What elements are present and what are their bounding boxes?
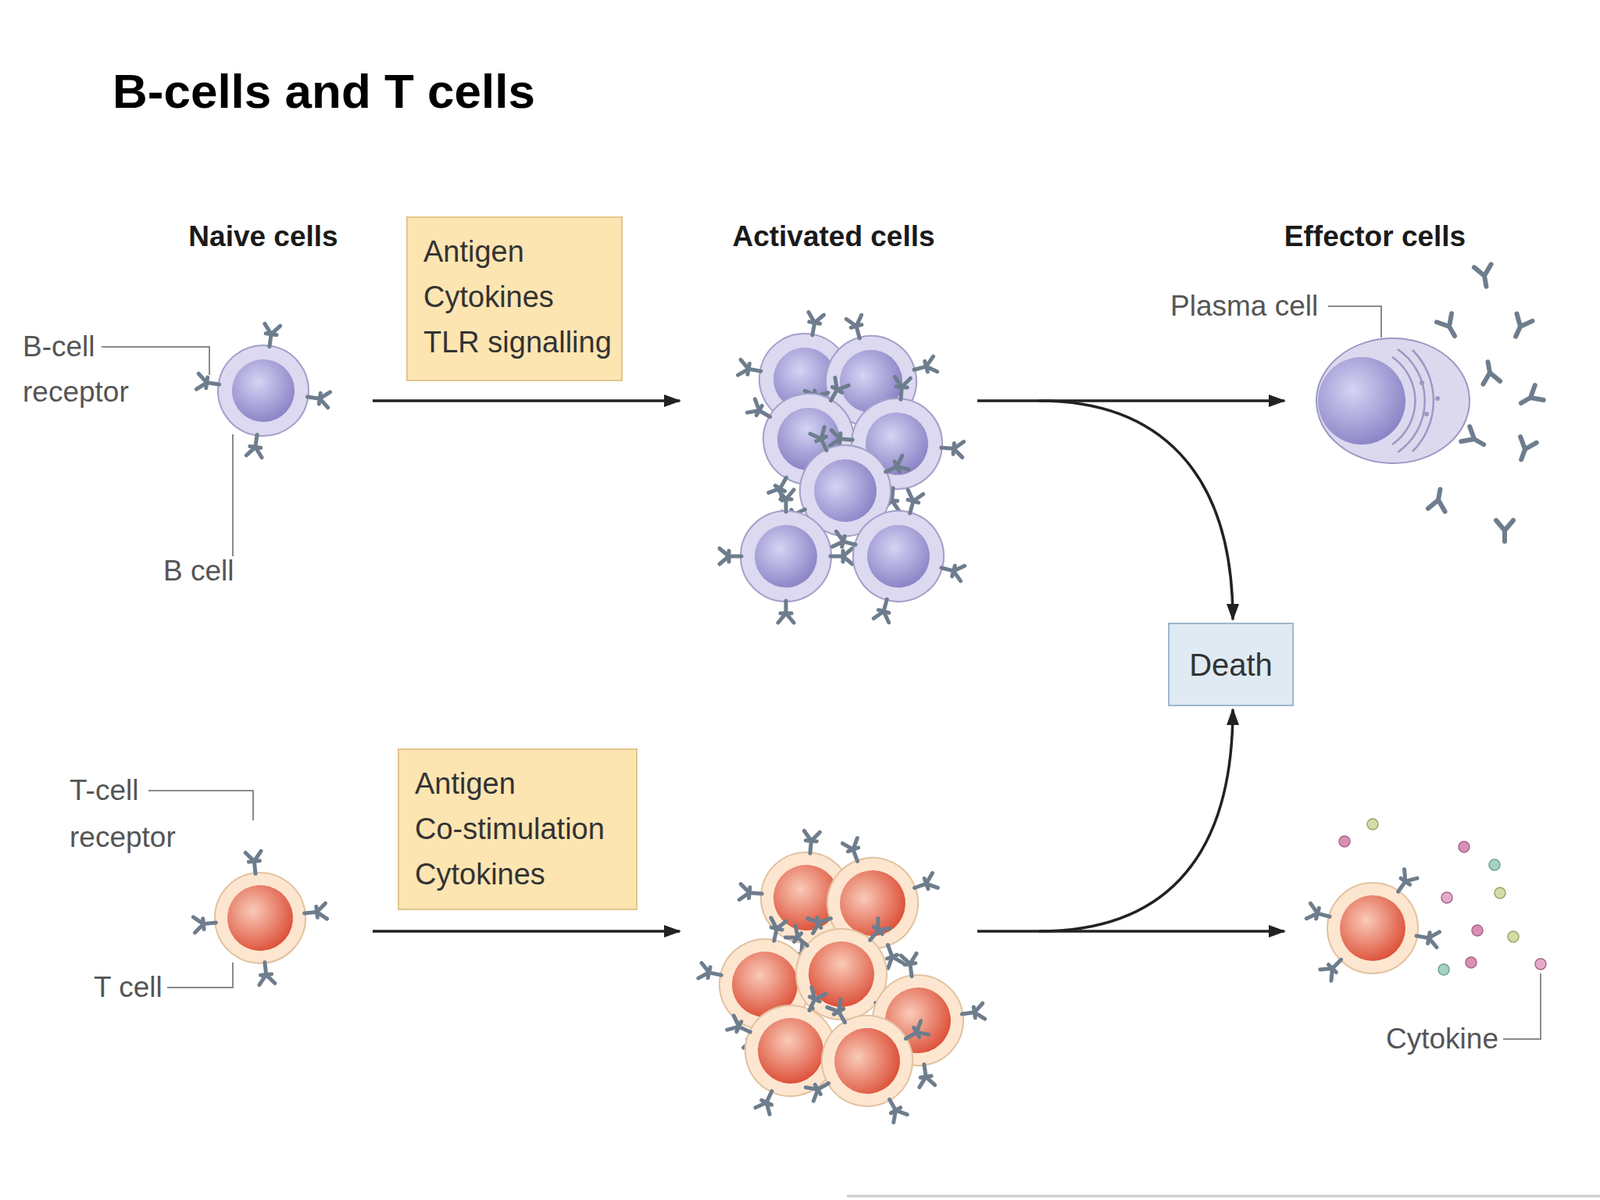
t-cell-nucleus xyxy=(1339,895,1406,961)
part-label: T cell xyxy=(93,970,163,1005)
flow-arrow xyxy=(977,929,1285,933)
cytokine-dot xyxy=(1471,925,1483,936)
effector-t-cell xyxy=(1306,869,1440,982)
flow-arrow xyxy=(1039,709,1233,932)
box-text: Antigen xyxy=(414,760,636,807)
activated-t-cells xyxy=(685,817,993,1152)
part-label: Plasma cell xyxy=(1170,289,1318,324)
part-label: B-cell receptor xyxy=(22,324,148,415)
er-membrane xyxy=(1397,349,1425,453)
antibody xyxy=(1460,426,1488,453)
antibodies xyxy=(1428,264,1544,542)
cytokine-dot xyxy=(1441,892,1453,904)
antibody xyxy=(1474,264,1495,288)
box-text: Cytokines xyxy=(414,851,636,897)
naive-b-cell xyxy=(188,315,339,466)
granule xyxy=(1435,396,1440,401)
receptor-symbol xyxy=(1320,953,1347,981)
leader-line xyxy=(148,790,254,821)
t-cell xyxy=(776,970,958,1152)
leader-line xyxy=(1503,973,1541,1040)
box-text: Antigen xyxy=(423,228,622,275)
cytokine-dot xyxy=(1458,841,1470,853)
plasma-cell-body xyxy=(1316,338,1470,464)
cytokine-dot xyxy=(1339,835,1350,847)
box-text: Cytokines xyxy=(423,274,622,320)
leader-lines xyxy=(101,306,1541,1040)
page-rule xyxy=(846,1195,1600,1198)
receptor-symbol xyxy=(1306,903,1332,925)
cytokine-dot xyxy=(1489,859,1500,871)
er-membrane xyxy=(1412,350,1434,452)
naive-t-cell xyxy=(187,845,334,992)
cytokine-dot xyxy=(1507,931,1519,943)
plasma-cell xyxy=(1316,338,1470,464)
box-text: Co-stimulation xyxy=(414,806,636,852)
granule xyxy=(1424,411,1429,417)
condition-box: AntigenCo-stimulationCytokines xyxy=(397,748,638,911)
leader-line xyxy=(232,434,234,557)
leader-line xyxy=(167,962,233,988)
box-text: TLR signalling xyxy=(423,319,622,365)
death-box: Death xyxy=(1167,622,1294,707)
flow-arrow xyxy=(1039,400,1233,620)
part-label: Cytokine xyxy=(1385,1021,1499,1057)
antibody xyxy=(1516,385,1543,411)
antibody xyxy=(1479,360,1500,384)
column-header: Naive cells xyxy=(188,221,338,253)
flow-arrows xyxy=(372,400,1285,932)
column-header: Effector cells xyxy=(1284,221,1466,253)
leader-line xyxy=(101,346,210,375)
antibody xyxy=(1513,436,1537,463)
part-label: T-cell receptor xyxy=(69,767,195,861)
plasma-cell-nucleus xyxy=(1317,357,1406,445)
b-cell xyxy=(817,475,980,638)
antibody xyxy=(1496,520,1514,542)
flow-arrow xyxy=(372,399,680,403)
cytokines xyxy=(1339,818,1547,975)
activated-b-cells xyxy=(717,300,980,638)
granule xyxy=(1419,380,1425,386)
leader-line xyxy=(1328,306,1382,338)
diagram-title: B-cells and T cells xyxy=(112,67,536,116)
condition-box: AntigenCytokinesTLR signalling xyxy=(406,216,623,382)
receptor-symbol xyxy=(1414,928,1440,948)
er-membrane xyxy=(1392,357,1415,445)
flow-arrow xyxy=(977,399,1285,403)
part-label: B cell xyxy=(163,553,234,589)
cytokine-dot xyxy=(1465,957,1477,968)
flow-arrow xyxy=(372,929,680,933)
column-header: Activated cells xyxy=(732,221,935,253)
receptor-symbol xyxy=(1392,869,1418,897)
antibody xyxy=(1436,313,1463,340)
b-cell xyxy=(719,489,853,623)
cytokine-dot xyxy=(1367,818,1379,830)
cytokine-dot xyxy=(1438,964,1450,975)
cytokine-dot xyxy=(1535,958,1547,970)
cytokine-dot xyxy=(1494,887,1506,899)
antibody xyxy=(1507,314,1533,341)
box-text: Death xyxy=(1189,647,1273,683)
antibody xyxy=(1428,487,1449,511)
